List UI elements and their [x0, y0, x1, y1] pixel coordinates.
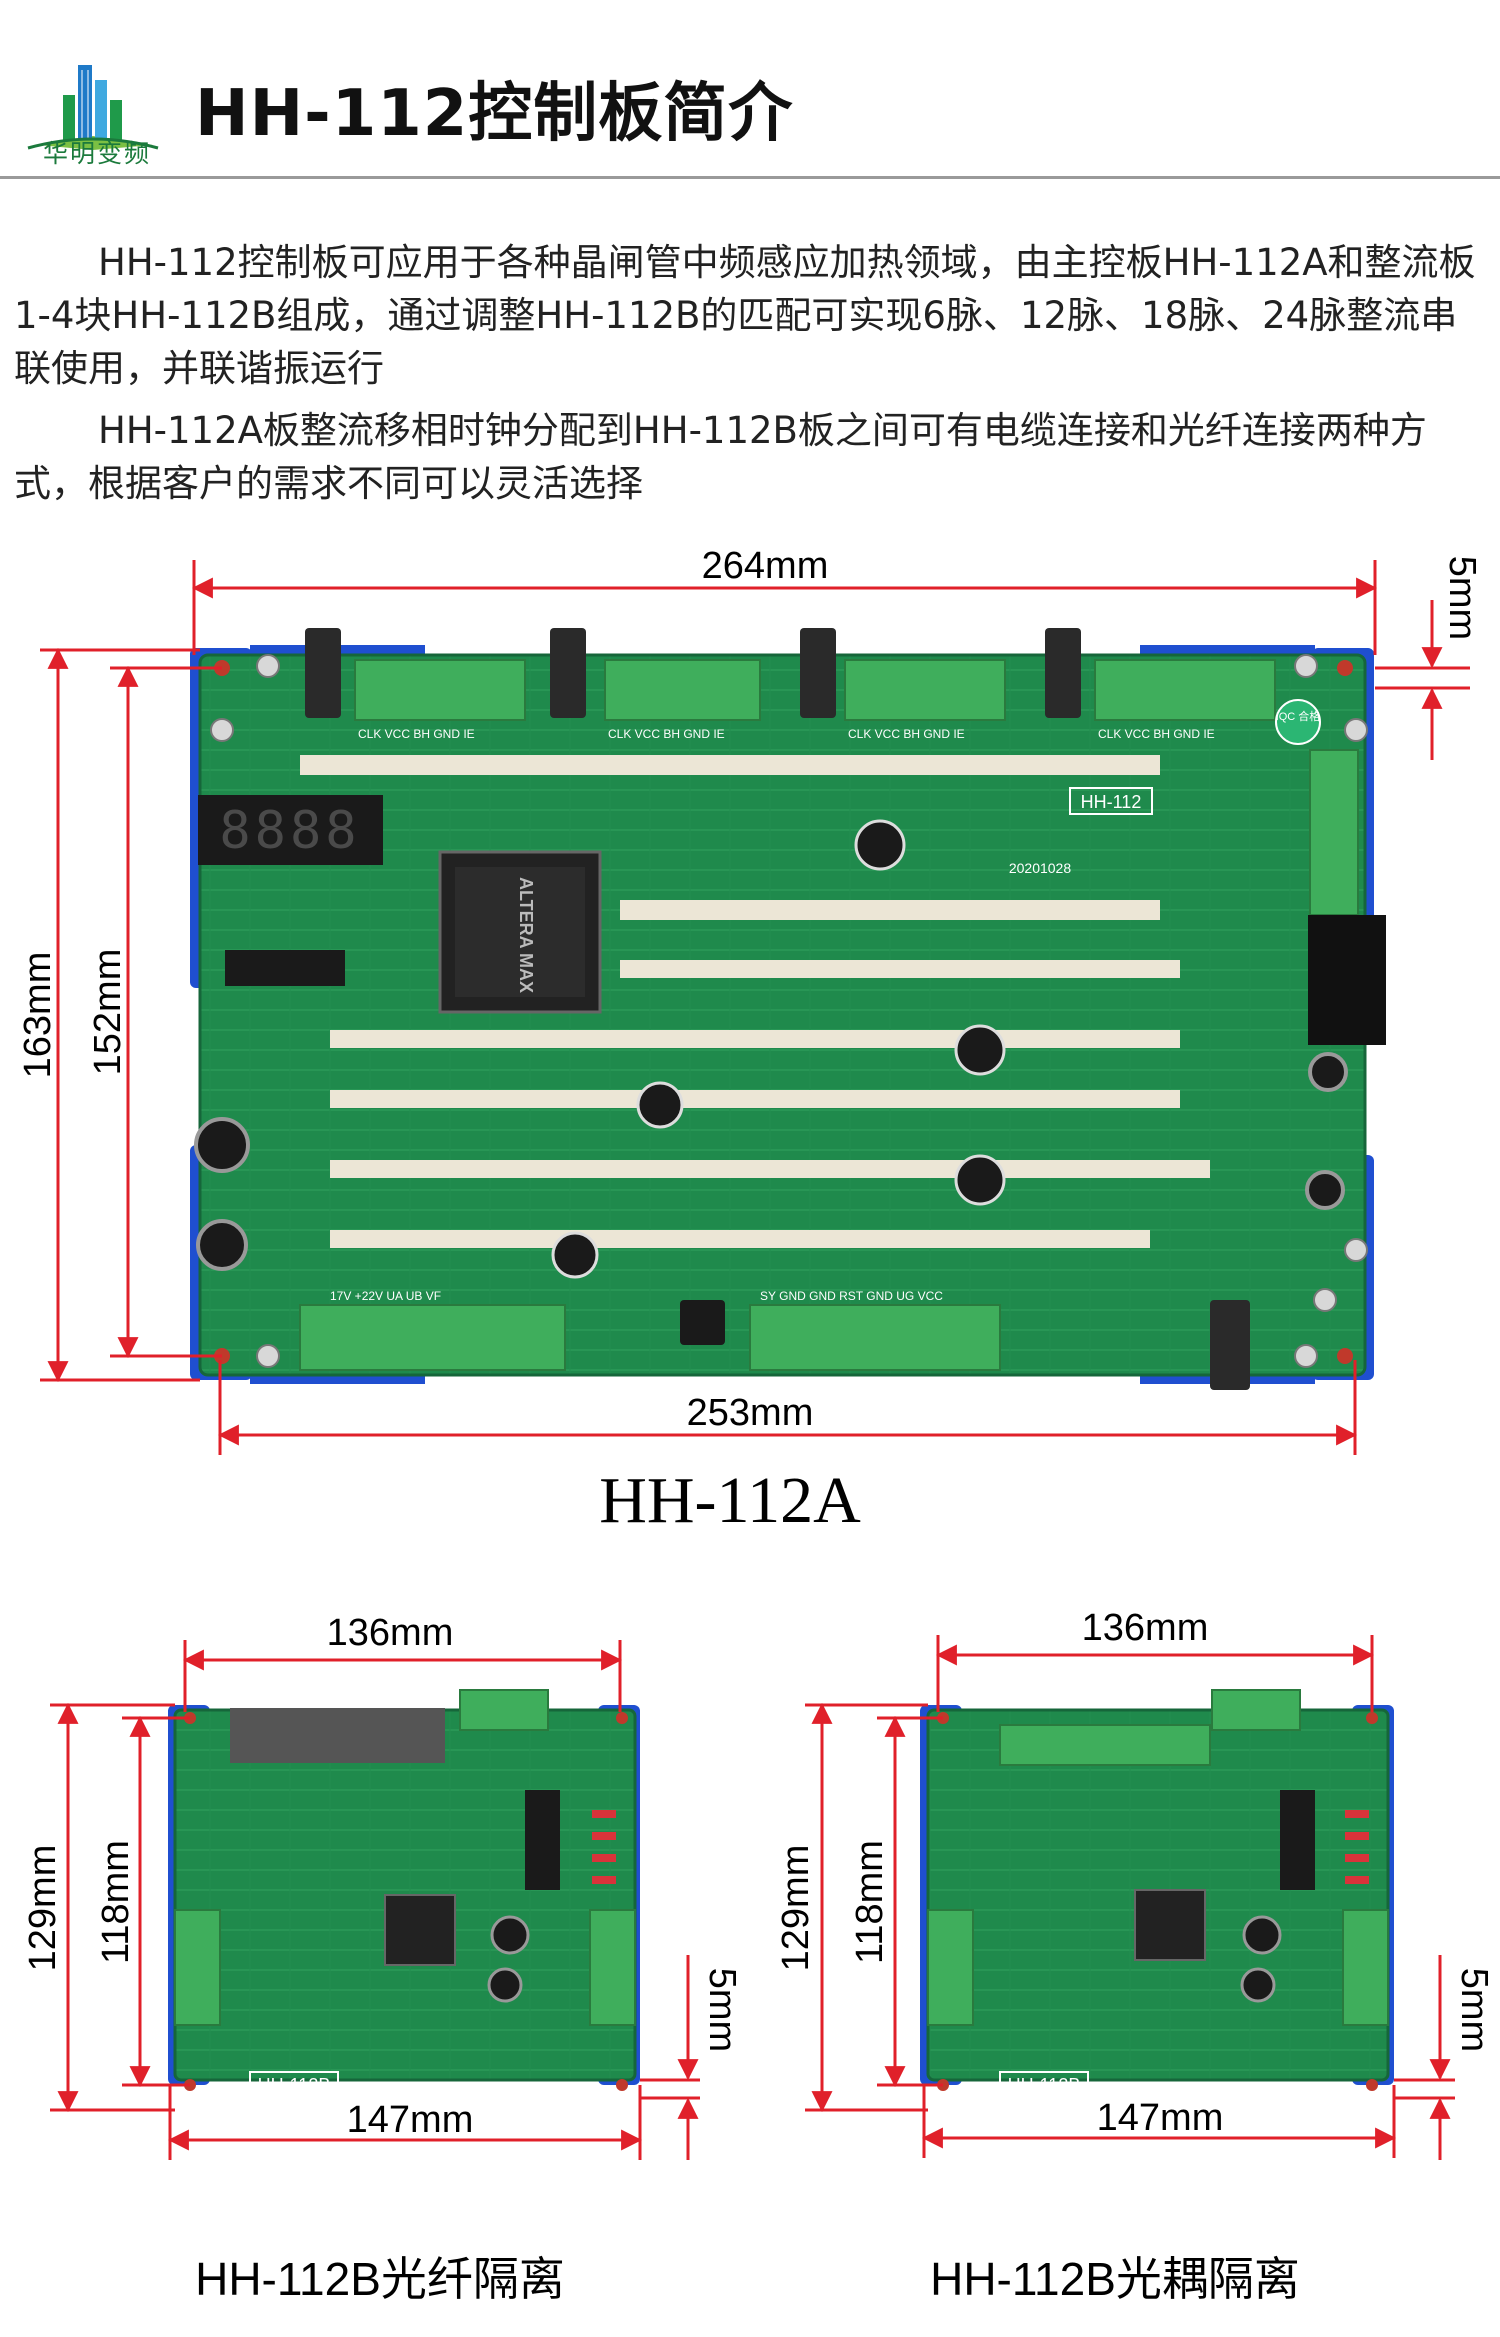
page-title: HH-112控制板简介 — [195, 77, 794, 151]
board-a-date-silk: 20201028 — [1009, 860, 1072, 876]
reset-button-icon — [680, 1300, 725, 1345]
board-b1-caption: HH-112B光纤隔离 — [195, 2253, 565, 2305]
conn4-labels: CLK VCC BH GND IE — [1098, 727, 1215, 741]
board-a-width-top: 264mm — [702, 545, 829, 587]
board-a-width-bottom: 253mm — [687, 1392, 814, 1434]
conn1-labels: CLK VCC BH GND IE — [358, 727, 475, 741]
board-b2-margin: 5mm — [1453, 1968, 1495, 2052]
board-b1-width-bottom: 147mm — [347, 2099, 474, 2141]
conn2-labels: CLK VCC BH GND IE — [608, 727, 725, 741]
board-a: CLK VCC BH GND IE CLK VCC BH GND IE CLK … — [17, 545, 1483, 1537]
board-b1-height-outer: 129mm — [22, 1845, 64, 1972]
board-b1-date-silk: 20201106 — [349, 2080, 410, 2096]
intro-paragraph-2: HH-112A板整流移相时钟分配到HH-112B板之间可有电缆连接和光纤连接两种… — [14, 409, 1427, 505]
board-b2-model-silk: HH-112B — [1008, 2075, 1081, 2095]
board-b-optocoupler: HH-112B 20201106 136mm 147mm 129mm 118mm… — [775, 1607, 1495, 2305]
conn3-labels: CLK VCC BH GND IE — [848, 727, 965, 741]
bottom-left-labels: 17V +22V UA UB VF — [330, 1289, 441, 1303]
board-b-fiber: HH-112B 20201106 136mm 147mm 129mm 118mm… — [22, 1612, 743, 2305]
board-b2-date-silk: 20201106 — [1099, 2080, 1160, 2096]
bottom-right-labels: SY GND GND RST GND UG VCC — [760, 1289, 943, 1303]
board-a-model-silk: HH-112 — [1081, 792, 1142, 812]
board-a-caption: HH-112A — [599, 1464, 861, 1537]
board-diagrams: CLK VCC BH GND IE CLK VCC BH GND IE CLK … — [17, 545, 1495, 2305]
board-b2-height-outer: 129mm — [775, 1845, 817, 1972]
page-header: 华明变频 HH-112控制板简介 — [0, 0, 1500, 180]
intro-paragraph-1: HH-112控制板可应用于各种晶闸管中频感应加热领域，由主控板HH-112A和整… — [14, 241, 1476, 390]
board-b1-width-top: 136mm — [327, 1612, 454, 1654]
board-a-margin: 5mm — [1441, 556, 1483, 640]
board-b1-model-silk: HH-112B — [258, 2075, 331, 2095]
board-b1-margin: 5mm — [701, 1968, 743, 2052]
logo-text: 华明变频 — [42, 139, 151, 168]
board-b2-width-top: 136mm — [1082, 1607, 1209, 1649]
board-b2-width-bottom: 147mm — [1097, 2097, 1224, 2139]
header-divider — [0, 176, 1500, 179]
board-a-height-outer: 163mm — [17, 952, 59, 1079]
fpga-chip-label: ALTERA MAX — [516, 877, 536, 993]
board-b2-height-inner: 118mm — [849, 1840, 891, 1964]
board-b2-caption: HH-112B光耦隔离 — [930, 2253, 1300, 2305]
building-logo-icon — [27, 65, 159, 150]
board-b1-height-inner: 118mm — [95, 1840, 137, 1964]
seven-segment-display: 8888 — [219, 801, 360, 861]
board-a-height-inner: 152mm — [87, 949, 129, 1076]
qc-sticker: IQC 合格 — [1276, 709, 1321, 723]
